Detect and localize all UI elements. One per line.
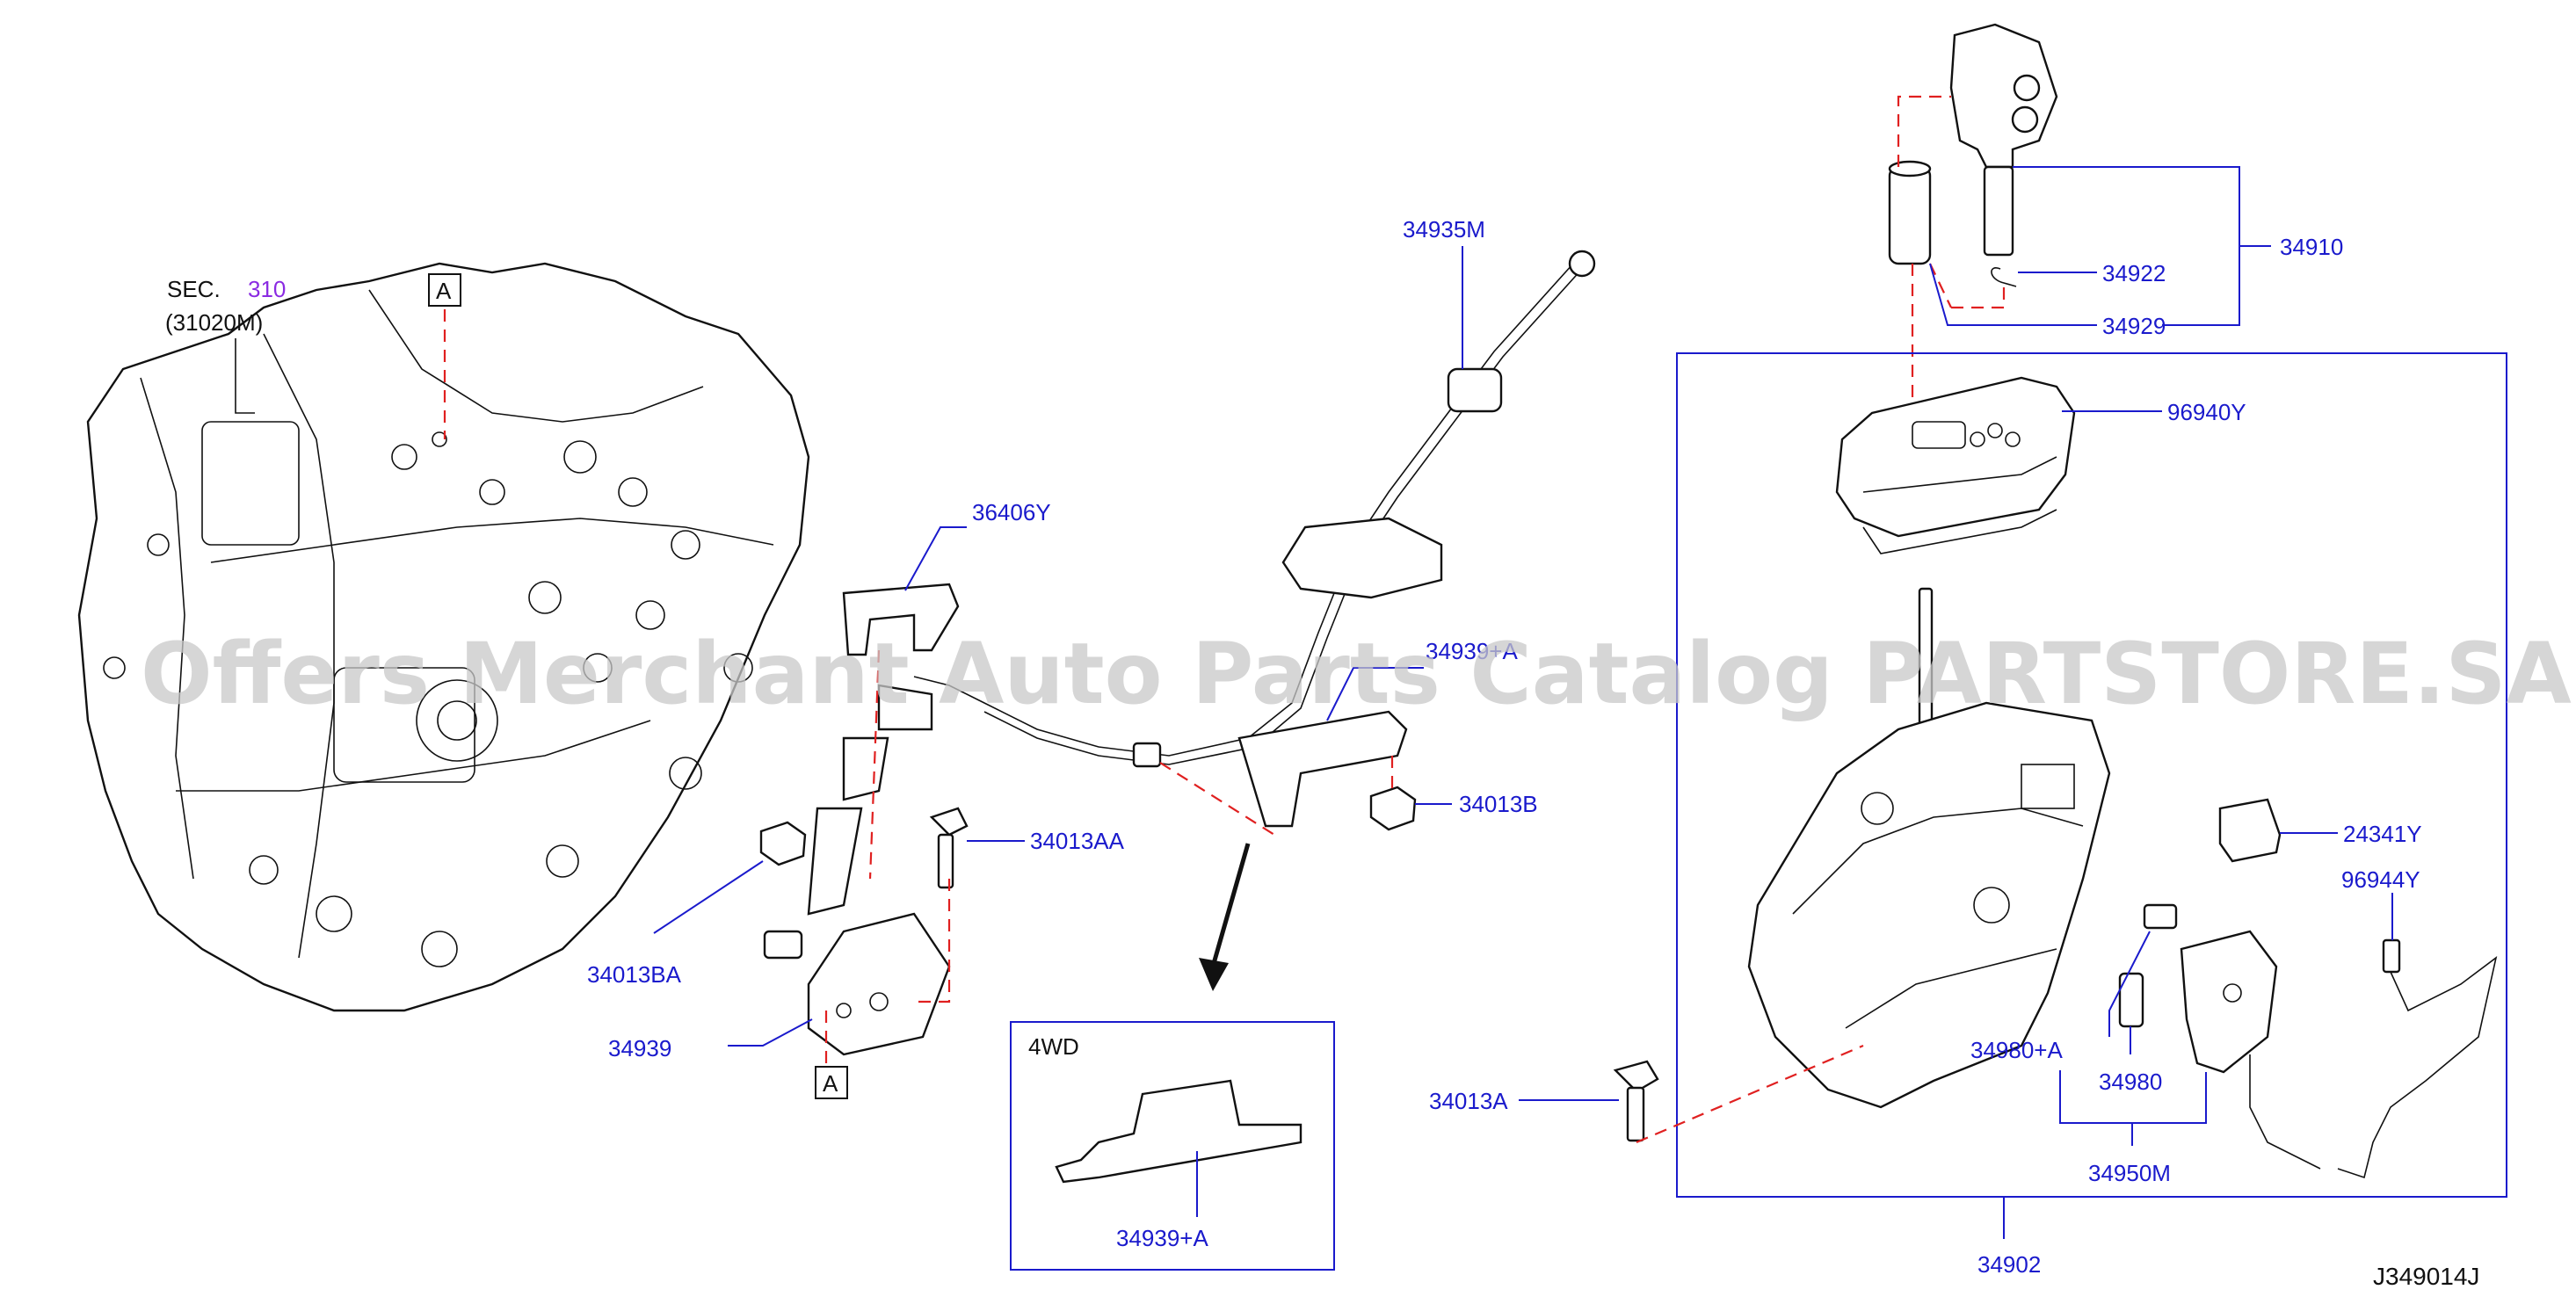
label-24341y[interactable]: 24341Y xyxy=(2343,821,2422,847)
part-labels: 34935M 36406Y 34939+A 34013B 34013AA 340… xyxy=(587,216,2422,1278)
leader-lines xyxy=(653,166,2393,1239)
diagram-code: J349014J xyxy=(2373,1263,2479,1290)
label-34929[interactable]: 34929 xyxy=(2102,313,2166,339)
lock-pin[interactable] xyxy=(1991,267,2017,287)
shifter-assembly-box xyxy=(1676,352,2507,1198)
cable-bracket-4wd[interactable] xyxy=(1055,1079,1303,1184)
transmission-assembly[interactable] xyxy=(77,262,810,1012)
label-34013b[interactable]: 34013B xyxy=(1459,791,1538,817)
switch-34980-plus-a[interactable] xyxy=(2143,903,2178,930)
shift-knob[interactable] xyxy=(1949,23,2058,257)
sec-part-number: (31020M) xyxy=(165,309,263,336)
label-34902[interactable]: 34902 xyxy=(1977,1251,2041,1278)
nut-34013ba[interactable] xyxy=(759,821,807,866)
retainer-clip[interactable] xyxy=(842,583,960,656)
bolt-34013aa[interactable] xyxy=(929,807,969,889)
label-36406y[interactable]: 36406Y xyxy=(972,499,1051,525)
label-34910[interactable]: 34910 xyxy=(2280,234,2343,260)
control-cable[interactable] xyxy=(763,250,1596,960)
ref-marker-top-label: A xyxy=(436,278,452,304)
cable-bracket[interactable] xyxy=(807,912,951,1056)
shifter-base[interactable] xyxy=(1747,587,2111,1109)
knob-guide-lines xyxy=(1897,95,2006,422)
connector-24341y[interactable] xyxy=(2218,798,2282,863)
inset-4wd: 4WD xyxy=(1010,1021,1335,1271)
switch-assembly-34950m[interactable] xyxy=(2180,930,2278,1074)
inset-title: 4WD xyxy=(1028,1033,1079,1060)
label-34939a[interactable]: 34939+A xyxy=(1116,1225,1208,1251)
ref-marker-bottom-label: A xyxy=(823,1070,838,1097)
label-34980a[interactable]: 34980+A xyxy=(1970,1037,2063,1063)
nut-34013b[interactable] xyxy=(1369,786,1417,831)
label-34950m[interactable]: 34950M xyxy=(2088,1160,2171,1186)
label-96944y[interactable]: 96944Y xyxy=(2341,866,2420,893)
inset-arrow xyxy=(1199,843,1251,991)
label-34922[interactable]: 34922 xyxy=(2102,260,2166,286)
sec-number[interactable]: 310 xyxy=(248,276,286,302)
label-34939[interactable]: 34939 xyxy=(608,1035,671,1061)
label-34935m[interactable]: 34935M xyxy=(1403,216,1485,243)
label-34013aa[interactable]: 34013AA xyxy=(1030,828,1125,854)
bolt-34013a[interactable] xyxy=(1613,1060,1659,1142)
indicator-panel[interactable] xyxy=(1835,376,2076,554)
label-34013a[interactable]: 34013A xyxy=(1429,1088,1508,1114)
section-reference[interactable]: SEC. 310 (31020M) xyxy=(165,276,286,414)
label-34980[interactable]: 34980 xyxy=(2099,1069,2162,1095)
ref-marker-top: A xyxy=(428,273,461,439)
ref-marker-bottom: A xyxy=(815,1066,848,1099)
sec-prefix: SEC. xyxy=(167,276,221,302)
cable-bracket-upper[interactable] xyxy=(1237,710,1408,828)
harness-96944y[interactable] xyxy=(2249,938,2498,1179)
label-96940y[interactable]: 96940Y xyxy=(2167,399,2246,425)
cable-guide-lines xyxy=(824,649,1394,1063)
knob-sleeve[interactable] xyxy=(1888,160,1932,265)
label-34939a-top[interactable]: 34939+A xyxy=(1426,638,1518,664)
base-guide-line xyxy=(1636,1044,1864,1144)
label-34013ba[interactable]: 34013BA xyxy=(587,961,682,988)
watermark-text: Offers Merchant Auto Parts Catalog PARTS… xyxy=(141,625,2572,723)
